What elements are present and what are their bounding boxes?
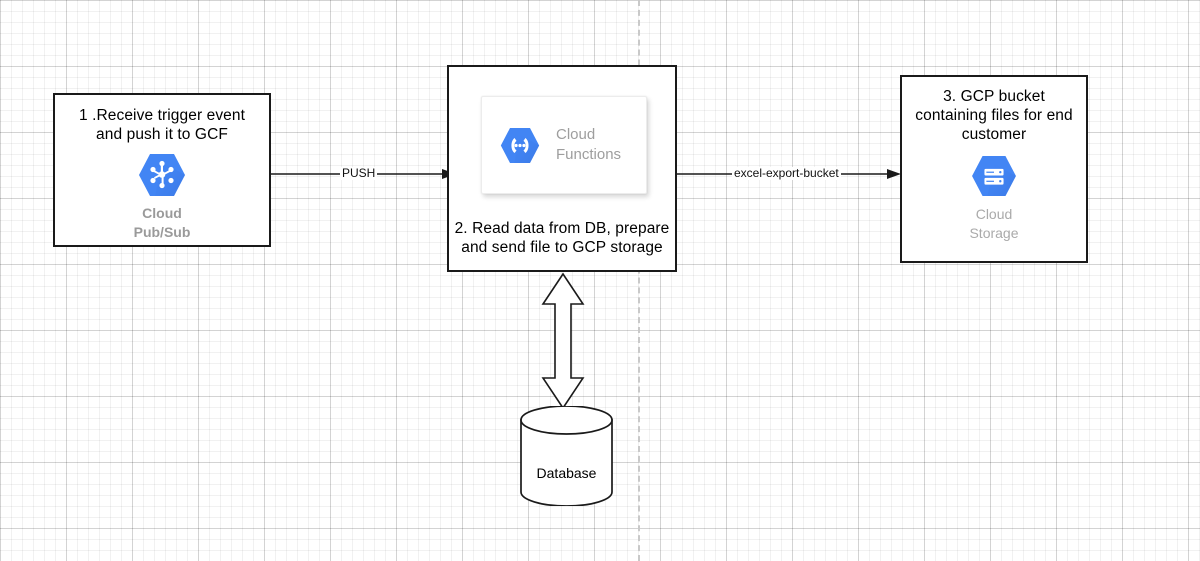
node-storage-title-line3: customer — [961, 126, 1027, 143]
node-database[interactable]: Database — [519, 405, 614, 507]
cloud-storage-icon — [902, 155, 1086, 197]
page-guide-line — [638, 0, 640, 561]
node-gcf-title-line1: 2. Read data from DB, prepare — [454, 220, 670, 237]
node-storage-service-line1: Cloud — [975, 206, 1013, 222]
node-storage-service-line2: Storage — [969, 225, 1019, 241]
cloud-functions-icon — [500, 127, 540, 164]
node-storage-title-line1: 3. GCP bucket — [943, 88, 1045, 105]
connector-gcf-to-database — [541, 272, 585, 410]
node-cloud-pubsub[interactable]: 1 .Receive trigger event and push it to … — [53, 93, 271, 247]
node-pubsub-service-line2: Pub/Sub — [133, 224, 191, 240]
node-storage-title-line2: containing files for end — [915, 107, 1073, 124]
connector-label-push: PUSH — [340, 166, 378, 180]
cf-label-line2: Functions — [556, 146, 622, 163]
cloud-pubsub-icon — [55, 153, 269, 197]
node-gcf-title-line2: and send file to GCP storage — [461, 239, 663, 256]
node-pubsub-title-line1: 1 .Receive trigger event — [78, 107, 246, 124]
cf-label-line1: Cloud — [556, 126, 596, 143]
node-pubsub-service-line1: Cloud — [142, 205, 182, 221]
connector-label-excel-export-bucket: excel-export-bucket — [732, 166, 841, 180]
database-label: Database — [536, 465, 597, 481]
node-cloud-storage[interactable]: 3. GCP bucket containing files for end c… — [900, 75, 1088, 263]
node-pubsub-title-line2: and push it to GCF — [96, 126, 228, 143]
database-cylinder-shape — [520, 405, 613, 507]
